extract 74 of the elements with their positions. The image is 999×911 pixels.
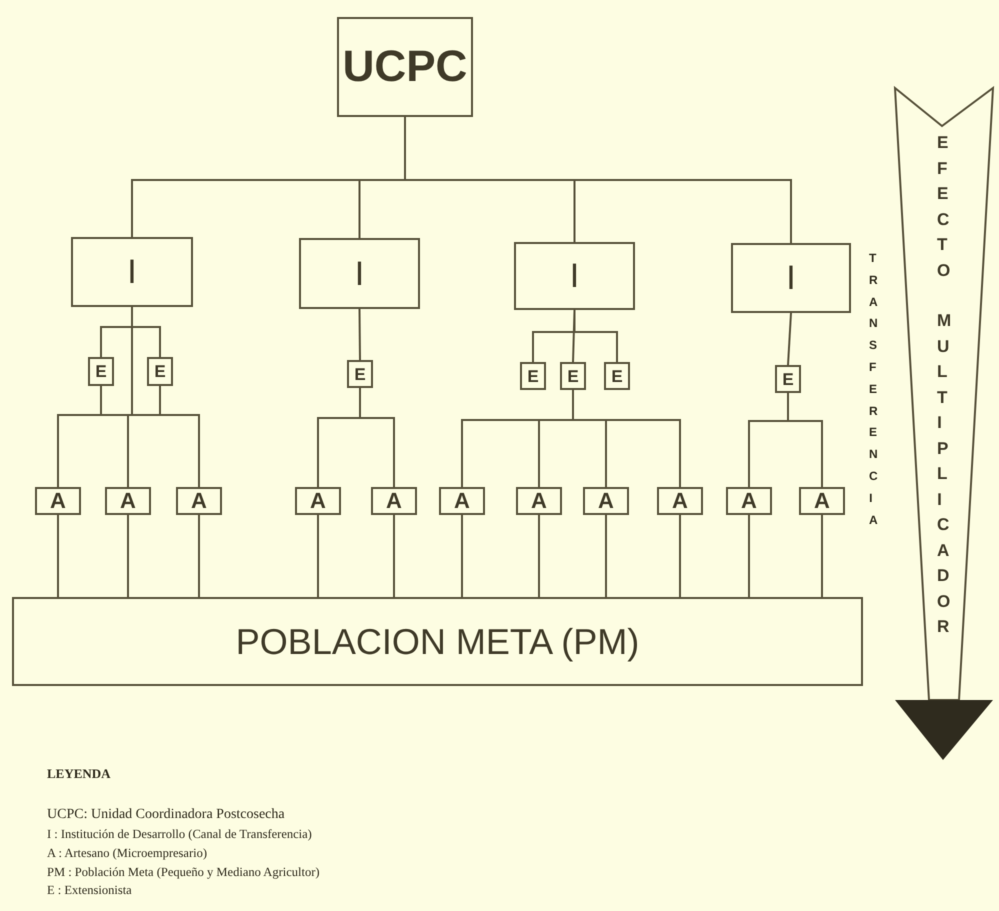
institution-box [514,242,635,310]
connector-line [393,515,395,597]
extensionist-box [775,365,801,393]
box-letter: I [354,256,364,290]
artisan-box [516,487,562,515]
vertical-label: TRANSFERENCIA [869,250,885,529]
institution-box [71,237,193,307]
box-letter: A [531,490,547,512]
target-population-box [12,597,863,686]
box-title: POBLACION META (PM) [236,624,640,660]
artisan-box [176,487,222,515]
box-letter: A [454,490,470,512]
connector-line [198,515,200,597]
connector-line [538,515,540,597]
extensionist-box [604,362,630,390]
box-letter: A [672,490,688,512]
artisan-box [583,487,629,515]
connector-line [821,515,823,597]
extensionist-box [560,362,586,390]
connector-line [359,388,395,487]
box-title: UCPC [342,45,468,89]
legend-heading: LEYENDA [47,766,111,782]
institution-box [299,238,420,309]
box-letter: E [611,368,623,384]
connector-line [679,515,681,597]
extensionist-box [520,362,546,390]
connector-line [572,390,681,487]
box-letter: E [527,368,539,384]
legend-entry: E : Extensionista [47,883,132,898]
artisan-box [439,487,485,515]
connector-line [57,515,59,597]
box-letter: E [782,370,794,388]
artisan-box [295,487,341,515]
box-letter: E [354,366,366,382]
legend-entry: I : Institución de Desarrollo (Canal de Transferencia) [47,827,312,842]
connector-line [159,386,200,487]
box-letter: A [741,490,757,512]
connector-line [574,310,618,362]
connector-line [605,515,607,597]
connector-line [358,308,361,360]
extensionist-box [147,357,173,386]
box-letter: I [786,261,796,295]
extensionist-box [88,357,114,386]
coordinator-box [337,17,473,117]
connector-line [787,312,792,366]
institution-box [731,243,851,313]
box-letter: E [95,363,107,380]
extensionist-box [347,360,373,388]
box-letter: E [154,363,166,380]
vertical-arrow-text: MULTIPLICADOR [937,310,960,638]
box-letter: A [310,490,326,512]
artisan-box [726,487,772,515]
box-letter: A [120,490,136,512]
legend-entry: UCPC: Unidad Coordinadora Postcosecha [47,807,285,823]
connector-line [748,515,750,597]
artisan-box [35,487,81,515]
artisan-box [799,487,845,515]
connector-line [461,515,463,597]
connector-line [127,515,129,597]
connector-line [317,515,319,597]
box-letter: A [814,490,830,512]
legend-entry: PM : Población Meta (Pequeño y Mediano Agricultor) [47,865,320,880]
box-letter: A [50,490,66,512]
box-letter: A [191,490,207,512]
artisan-box [657,487,703,515]
box-letter: A [598,490,614,512]
box-letter: I [127,255,137,289]
vertical-arrow-text: EFECTO [937,132,960,282]
legend-entry: A : Artesano (Microempresario) [47,846,208,861]
box-letter: E [567,368,579,384]
box-letter: I [570,259,580,293]
artisan-box [371,487,417,515]
box-letter: A [386,490,402,512]
artisan-box [105,487,151,515]
